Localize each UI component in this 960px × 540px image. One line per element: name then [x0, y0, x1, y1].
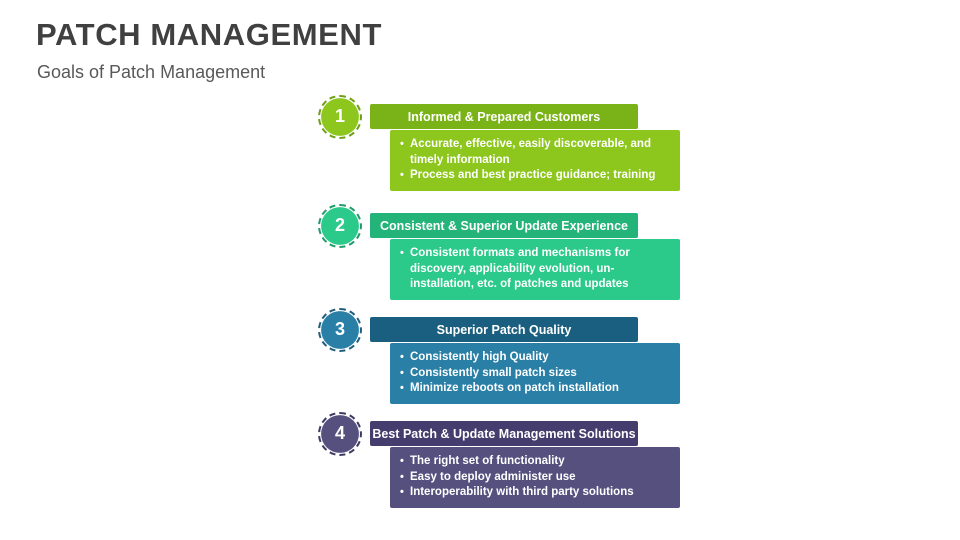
bullet-text: Easy to deploy administer use — [410, 470, 576, 483]
bullet-text: Consistently small patch sizes — [410, 366, 577, 379]
badge-ring — [318, 412, 362, 456]
bullet-item: • Consistently high Quality — [400, 350, 670, 366]
goal-number-badge: 1 — [321, 98, 359, 136]
goal-body-box: • Consistently high Quality • Consistently … — [390, 343, 680, 404]
goal-body-box: • Accurate, effective, easily discoverabl… — [390, 130, 680, 191]
goal-header-bar: Superior Patch Quality — [370, 317, 638, 342]
bullet-text: Process and best practice guidance; trai… — [410, 169, 656, 181]
bullet-item: • Consistent formats and mechanisms for d… — [400, 246, 670, 293]
goal-body-box: • Consistent formats and mechanisms for d… — [390, 239, 680, 300]
bullet-text: Minimize reboots on patch installation — [410, 382, 619, 394]
bullet-item: • Minimize reboots on patch installation — [400, 381, 670, 397]
bullet-text: Consistent formats and mechanisms for di… — [410, 247, 630, 290]
bullet-item: • Interoperability with third party solut… — [400, 485, 670, 501]
goal-header-label: Superior Patch Quality — [436, 322, 572, 337]
goal-header-label: Informed & Prepared Customers — [407, 109, 601, 124]
bullet-dot-icon: • — [400, 247, 404, 259]
goal-number-badge: 2 — [321, 207, 359, 245]
goal-block: 1 Informed & Prepared Customers • Accurate,… — [318, 95, 718, 200]
bullet-item: • Consistently small patch sizes — [400, 366, 670, 382]
page-title: PATCH MANAGEMENT — [36, 17, 382, 52]
bullet-dot-icon: • — [400, 138, 404, 150]
goal-header-bar: Consistent & Superior Update Experience — [370, 213, 638, 238]
bullet-item: • The right set of functionality — [400, 454, 670, 470]
bullet-dot-icon: • — [400, 351, 404, 363]
bullet-item: • Process and best practice guidance; tra… — [400, 168, 670, 184]
bullet-dot-icon: • — [400, 470, 404, 483]
badge-ring — [318, 204, 362, 248]
bullet-text: Consistently high Quality — [410, 351, 549, 363]
bullet-item: • Accurate, effective, easily discoverabl… — [400, 137, 670, 168]
goal-header-bar: Informed & Prepared Customers — [370, 104, 638, 129]
bullet-dot-icon: • — [400, 366, 404, 379]
page-subtitle: Goals of Patch Management — [37, 62, 266, 82]
bullet-item: • Easy to deploy administer use — [400, 470, 670, 486]
badge-ring — [318, 95, 362, 139]
goal-header-label: Consistent & Superior Update Experience — [380, 218, 628, 233]
goal-block: 3 Superior Patch Quality • Consistently hig… — [318, 308, 718, 413]
bullet-text: The right set of functionality — [410, 455, 565, 467]
goal-header-bar: Best Patch & Update Management Solutions — [370, 421, 638, 446]
badge-ring — [318, 308, 362, 352]
goal-block: 2 Consistent & Superior Update Experience… — [318, 204, 718, 309]
bullet-text: Accurate, effective, easily discoverable… — [410, 138, 651, 166]
bullet-dot-icon: • — [400, 486, 404, 498]
goal-header-label: Best Patch & Update Management Solutions — [372, 426, 636, 441]
goal-block: 4 Best Patch & Update Management Solution… — [318, 412, 718, 517]
goal-number-badge: 3 — [321, 311, 359, 349]
bullet-dot-icon: • — [400, 382, 404, 394]
bullet-text: Interoperability with third party soluti… — [410, 486, 634, 498]
goal-number-badge: 4 — [321, 415, 359, 453]
bullet-dot-icon: • — [400, 455, 404, 467]
bullet-dot-icon: • — [400, 169, 404, 181]
goal-body-box: • The right set of functionality • Easy to … — [390, 447, 680, 508]
